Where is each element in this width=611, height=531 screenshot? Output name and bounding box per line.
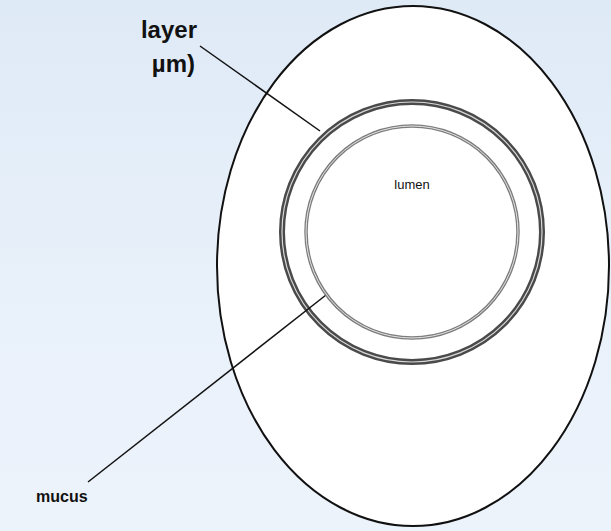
callout-label: layer [141, 16, 197, 44]
callout-label: mucus [36, 488, 88, 506]
lumen-region: lumen [304, 124, 520, 340]
mucus-ring-highlight [306, 126, 518, 338]
callout-label: µm) [152, 50, 195, 78]
mucus-ring [306, 126, 518, 338]
leader-line [88, 295, 326, 482]
epithelial-ring [282, 102, 542, 362]
epithelial-ring-highlight [282, 102, 542, 362]
outer-wall [217, 6, 609, 526]
region-label: lumen [394, 177, 429, 192]
leader-line [200, 46, 320, 131]
lumen-circle [304, 124, 520, 340]
